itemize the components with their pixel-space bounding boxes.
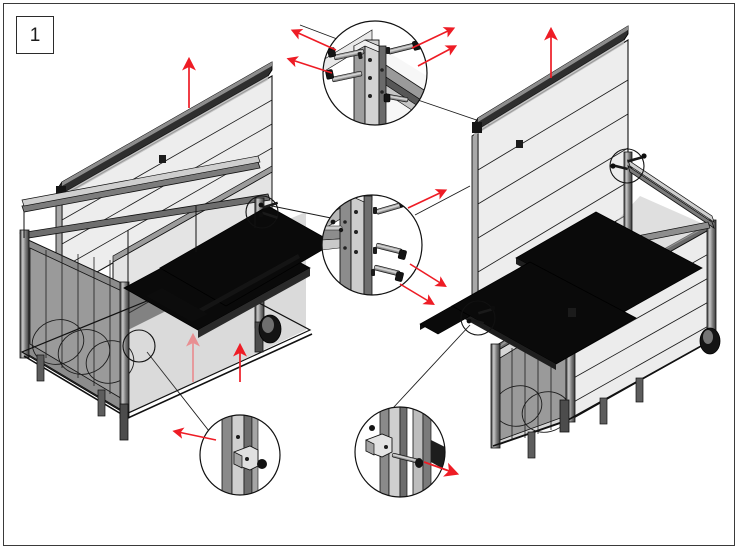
label-plate-right-body <box>568 308 576 317</box>
right-assembly <box>419 25 721 459</box>
leader-detail-b <box>414 185 471 216</box>
detail-b-arrows <box>399 189 448 305</box>
left-caster <box>258 314 282 344</box>
bolt-b-2 <box>373 242 407 260</box>
right-post-front-left <box>490 343 501 449</box>
left-post-front <box>119 281 130 419</box>
step-number-box: 1 <box>16 16 54 54</box>
leader-detail-c <box>146 351 210 432</box>
left-deck-plates <box>123 205 335 338</box>
callout-hardware <box>258 153 647 325</box>
detail-view-top-corner-bolts <box>286 20 458 126</box>
right-post-right <box>706 219 717 343</box>
detail-view-lower-latch-left <box>172 414 281 496</box>
detail-c-arrow <box>172 427 217 441</box>
left-interior-bars <box>23 200 256 286</box>
detail-d-arrow <box>423 461 460 477</box>
callout-right-top <box>609 148 645 184</box>
right-detached-panel <box>471 25 629 309</box>
bolt-lr-1 <box>383 93 409 103</box>
left-assembly <box>19 61 335 441</box>
detail-view-post-bolts <box>321 189 448 305</box>
detail-circle-a <box>322 20 428 126</box>
detail-circle-b <box>321 194 423 296</box>
motion-arrows <box>182 26 558 382</box>
detail-circle-c <box>199 414 281 496</box>
left-post-rear <box>19 229 30 359</box>
callout-right-lower <box>460 300 496 336</box>
callout-left-post <box>245 195 279 229</box>
detail-a-arrows <box>286 27 458 74</box>
detail-view-lower-pin-center <box>354 406 460 498</box>
leader-detail-d <box>392 324 471 409</box>
panel-label-plate-left <box>159 155 166 163</box>
right-caster-front <box>699 327 721 355</box>
callout-markers <box>122 148 645 363</box>
step-number-label: 1 <box>29 24 41 46</box>
detail-circle-d <box>354 406 446 498</box>
bolt-ul-1 <box>327 47 365 61</box>
leader-detail-b2 <box>271 205 332 219</box>
bolt-b-3 <box>371 264 404 282</box>
panel-label-plate-right <box>516 140 523 148</box>
callout-left-lower <box>122 329 156 363</box>
